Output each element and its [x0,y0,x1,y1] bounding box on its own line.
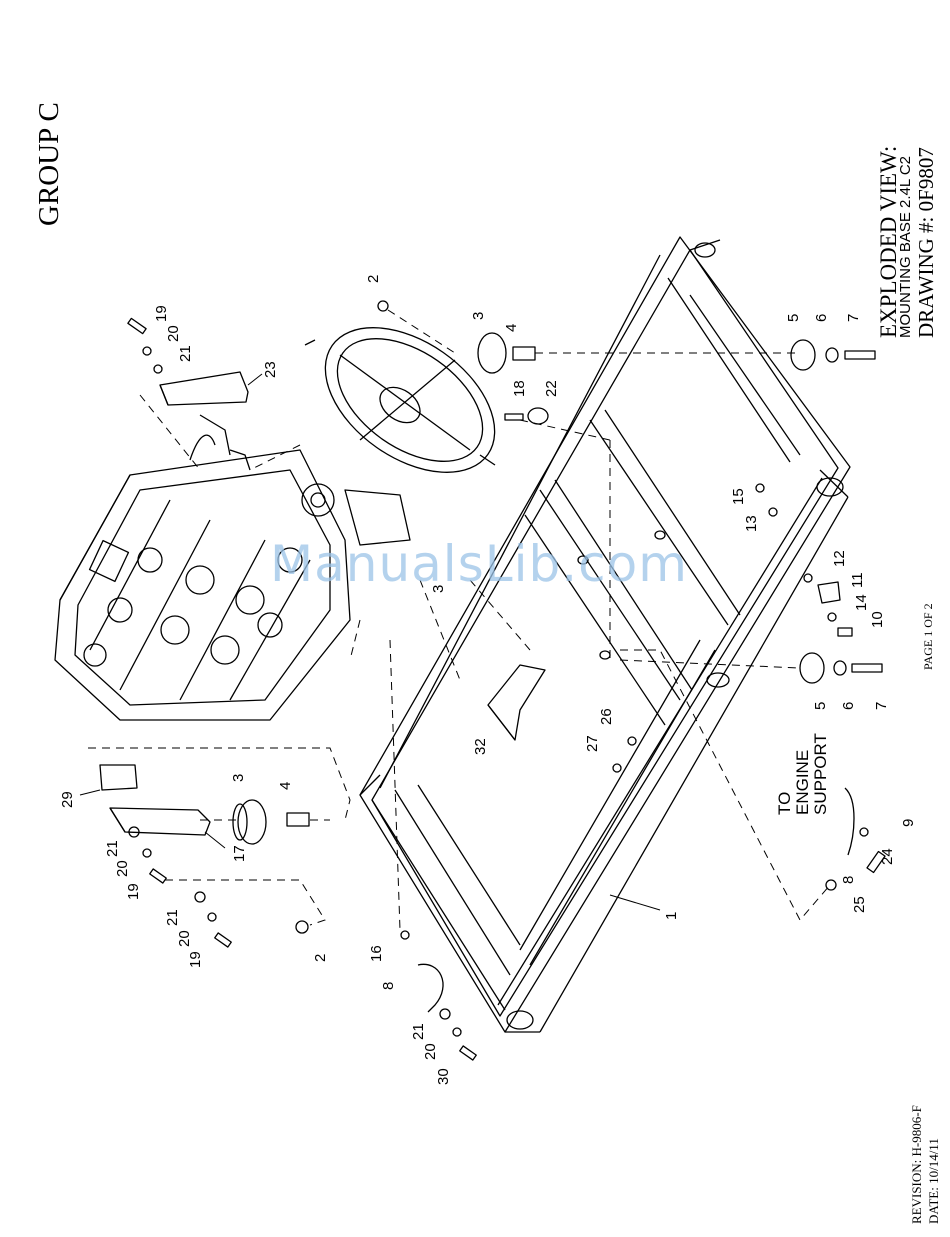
callout: 1 [663,912,680,920]
callout: 16 [368,945,385,962]
base-frame [360,237,850,1032]
callout: 8 [380,982,397,990]
callout: 17 [231,845,248,862]
callout-labels: 2 3 4 5 6 7 19 20 21 23 18 22 15 13 12 1… [59,275,917,1085]
callout: 19 [187,951,204,968]
callout: 2 [312,954,329,962]
callout: 29 [59,791,76,808]
callout: 4 [503,324,520,332]
callout: 14 [853,594,870,611]
callout: 20 [422,1043,439,1060]
callout: 26 [598,708,615,725]
callout: 7 [873,702,890,710]
callout: 21 [177,345,194,362]
callout: 11 [849,572,866,588]
callout: 19 [153,305,170,322]
callout: 3 [470,312,487,320]
watermark: ManualsLib.com [270,535,688,593]
hardware [128,301,868,1060]
callout: 6 [813,314,830,322]
callout: 15 [730,488,747,505]
callout: 25 [851,896,868,913]
callout: 19 [125,883,142,900]
callout: 5 [812,702,829,710]
cable-8-left [418,964,443,1012]
callout: 6 [840,702,857,710]
callout: 2 [365,275,382,283]
callout: 13 [743,515,760,532]
callout: 4 [277,782,294,790]
bracket-23 [160,372,248,405]
callout: 10 [869,611,886,628]
callout: 3 [230,774,247,782]
callout: 12 [831,550,848,567]
callout: 32 [472,738,489,755]
callout: 20 [176,930,193,947]
callout: 30 [435,1068,452,1085]
callout: 22 [543,380,560,397]
callout: 20 [114,860,131,877]
plate-32 [488,665,545,740]
callout: 21 [410,1023,427,1040]
callout: 9 [900,819,917,827]
adapter-housing [299,298,521,502]
callout: 21 [104,840,121,857]
callout: 23 [262,361,279,378]
callout: 24 [879,848,896,865]
callout: 7 [845,314,862,322]
callout: 18 [511,380,528,397]
cable-8-right [845,788,854,855]
callout: 20 [165,325,182,342]
callout: 27 [584,735,601,752]
callout: 5 [785,314,802,322]
callout: 21 [164,909,181,926]
callout: 8 [840,876,857,884]
engine-support-line-3: SUPPORT [811,733,830,815]
engine-support-line-2: ENGINE [793,750,812,815]
engine-support-line-1: TO [775,792,794,815]
bracket-29 [100,765,137,790]
